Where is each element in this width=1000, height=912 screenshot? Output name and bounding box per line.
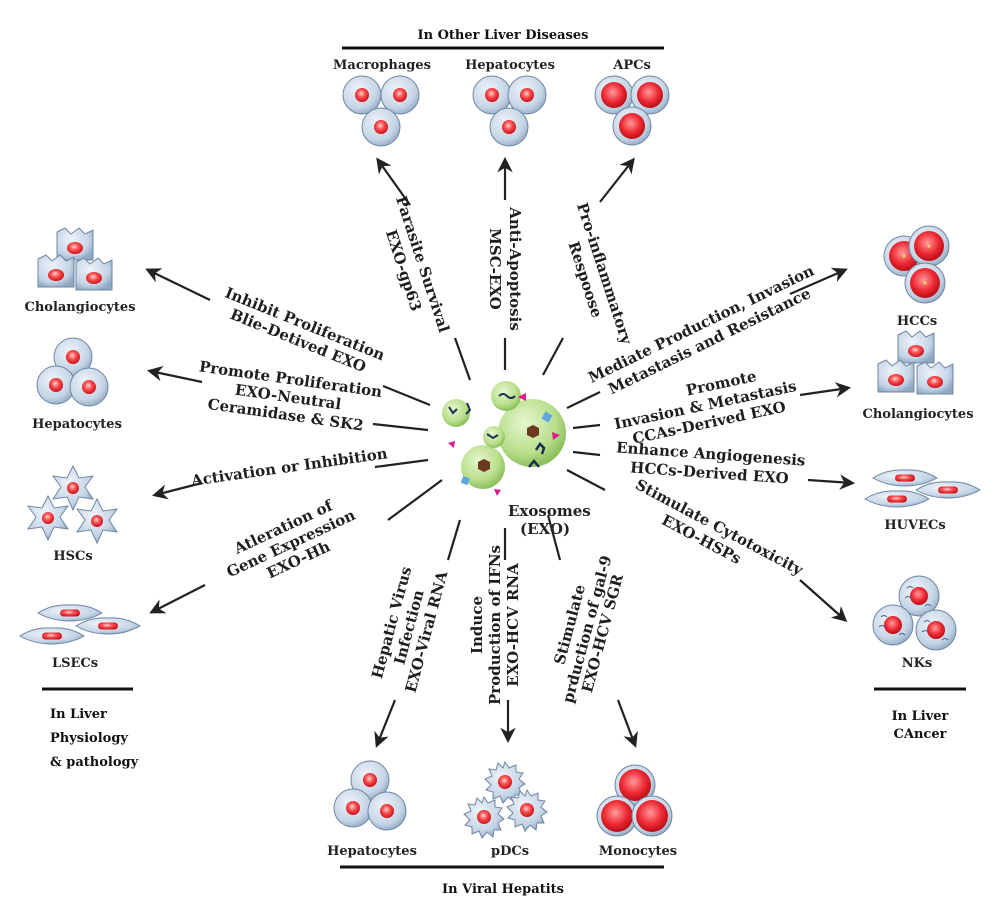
left-section-label-3: & pathology xyxy=(50,755,139,770)
pathway-lsecs: Atleration of Gene Expression EXO-Hh xyxy=(224,496,358,582)
nks-cells xyxy=(872,575,957,651)
pathway-apcs: Pro-inflammatory Respoose xyxy=(564,200,636,347)
svg-text:Induce: Induce xyxy=(468,596,486,654)
hscs-cells xyxy=(27,465,118,544)
hscs-label: HSCs xyxy=(53,549,92,564)
pathway-pdcs: Induce Production of IFNs EXO-HCV RNA xyxy=(468,545,522,705)
right-section-label-1: In Liver xyxy=(892,709,949,724)
macrophages-cells xyxy=(342,75,420,147)
hccs-label: HCCs xyxy=(897,314,937,329)
svg-text:Anti-Apoptosis: Anti-Apoptosis xyxy=(506,206,524,331)
left-section-label-2: Physiology xyxy=(50,731,128,746)
apcs-cells xyxy=(594,75,670,146)
cholangiocytes-left-cells xyxy=(37,227,113,291)
right-section-label-2: CAncer xyxy=(894,727,947,742)
spokes xyxy=(372,337,606,561)
center-label-2: (EXO) xyxy=(520,520,570,538)
lsecs-cells xyxy=(19,604,141,645)
center-label-1: Exosomes xyxy=(508,502,591,520)
cholangiocytes-right-cells xyxy=(877,330,954,395)
apcs-label: APCs xyxy=(612,58,651,73)
top-section-label: In Other Liver Diseases xyxy=(418,28,589,43)
hepatocytes-bottom-label: Hepatocytes xyxy=(327,844,417,859)
hepatocytes-top-label: Hepatocytes xyxy=(465,58,555,73)
pathway-nks: Stimulate Cytotoxicity EXO-HSPs xyxy=(632,475,807,579)
svg-text:MSC-EXO: MSC-EXO xyxy=(486,228,504,309)
left-section-label-1: In Liver xyxy=(50,707,107,722)
bottom-section-label: In Viral Hepatits xyxy=(442,882,564,897)
nks-label: NKs xyxy=(902,656,933,671)
svg-text:Activation or Inhibition: Activation or Inhibition xyxy=(189,444,389,490)
cholangiocytes-left-label: Cholangiocytes xyxy=(24,300,135,315)
svg-text:Stimulate Cytotoxicity: Stimulate Cytotoxicity xyxy=(632,475,807,579)
lsecs-label: LSECs xyxy=(52,656,98,671)
pdcs-label: pDCs xyxy=(491,844,529,859)
pdcs-cells xyxy=(463,761,548,839)
svg-text:EXO-HCV RNA: EXO-HCV RNA xyxy=(504,563,522,687)
pathway-monocytes: Stimulate prduction of gal-9 EXO-HCV SGR xyxy=(550,554,627,705)
svg-text:Production of IFNs: Production of IFNs xyxy=(486,545,504,705)
pathway-hepatocytes-bottom: Hepatic Virus Infection EXO-Viral RNA xyxy=(368,565,451,695)
huvecs-label: HUVECs xyxy=(884,518,945,533)
macrophages-label: Macrophages xyxy=(333,58,431,73)
exosome-cluster xyxy=(442,381,566,496)
hepatocytes-bottom-cells xyxy=(333,760,407,831)
huvecs-cells xyxy=(864,469,981,508)
cholangiocytes-right-label: Cholangiocytes xyxy=(862,407,973,422)
pathway-macrophages: Parasite Survival EXO-gp63 xyxy=(382,194,453,335)
pathway-hepatocytes-top: Anti-Apoptosis MSC-EXO xyxy=(486,206,524,331)
hccs-cells xyxy=(883,225,950,304)
hepatocytes-left-label: Hepatocytes xyxy=(32,417,122,432)
hepatocytes-top-cells xyxy=(472,75,547,147)
arrows xyxy=(145,156,856,748)
hepatocytes-left-cells xyxy=(36,337,109,407)
pathway-hscs: Activation or Inhibition xyxy=(189,444,389,490)
monocytes-label: Monocytes xyxy=(599,844,677,859)
monocytes-cells xyxy=(596,764,673,837)
